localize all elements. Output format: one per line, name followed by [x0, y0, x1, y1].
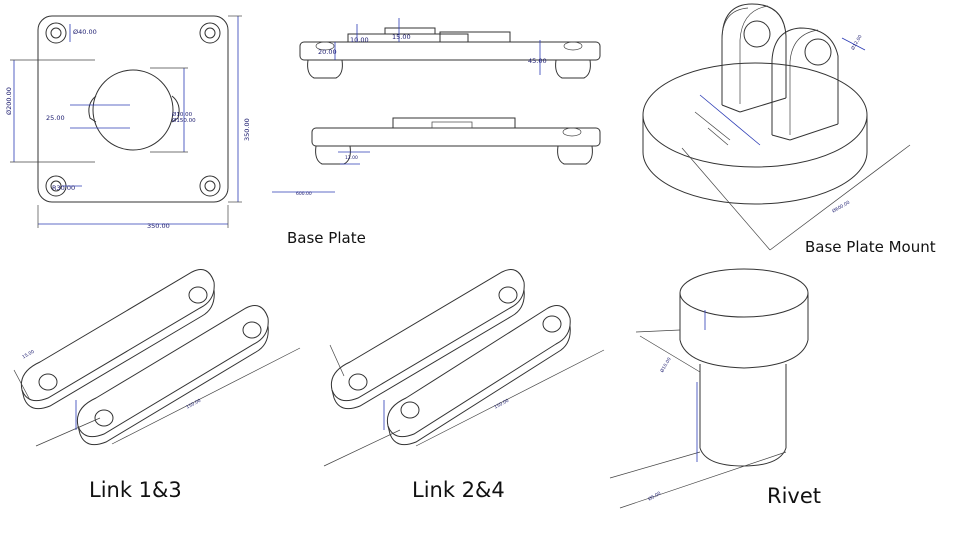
svg-text:150.00: 150.00	[493, 398, 510, 411]
base-plate-mount: Ø12.00 Ø600.00	[642, 3, 911, 251]
svg-text:Ø10.00: Ø10.00	[658, 356, 672, 374]
front-h4-label: 45.00	[528, 57, 547, 65]
svg-text:12.00: 12.00	[345, 155, 358, 161]
corner-hole-tr	[199, 22, 221, 44]
caption-rivet: Rivet	[767, 484, 822, 508]
center-circle	[92, 69, 174, 151]
slot-dia-label: Ø10.00	[172, 111, 193, 118]
front-h1-label: 10.00	[350, 36, 369, 44]
low-width-label: 600.00	[296, 191, 312, 197]
corner-hole-br	[199, 175, 221, 197]
svg-text:150.00: 150.00	[185, 398, 202, 411]
base-plate-top-view: Ø40.00 Ø200.00 25.00 350.00 350.00 R30.0…	[5, 15, 251, 230]
radius-label: R30.00	[52, 184, 75, 192]
slot-dia-2-label: Ø150.00	[172, 117, 196, 124]
corner-hole-tl	[45, 22, 67, 44]
base-plate-front-view: 10.00 15.00 20.00 45.00	[299, 18, 601, 79]
bottom-width-label: 350.00	[147, 222, 170, 230]
offset-label: 25.00	[46, 114, 65, 122]
front-h2-label: 15.00	[392, 33, 411, 41]
front-h3-label: 20.00	[318, 48, 337, 56]
svg-text:Ø600.00: Ø600.00	[831, 199, 851, 215]
caption-link-24: Link 2&4	[412, 478, 505, 502]
link-13: 150.00 15.00	[13, 269, 301, 447]
side-height-label: 350.00	[243, 118, 251, 141]
circle-dia-label: Ø200.00	[5, 87, 13, 115]
base-plate-side-view: 12.00 600.00	[272, 117, 601, 197]
caption-link-13: Link 1&3	[89, 478, 182, 502]
rivet: Ø10.00 Ø5.00	[609, 268, 809, 509]
caption-base-plate: Base Plate	[287, 229, 366, 247]
caption-base-plate-mount: Base Plate Mount	[805, 238, 936, 256]
svg-text:Ø5.00: Ø5.00	[647, 490, 662, 503]
hole-dia-label: Ø40.00	[73, 28, 97, 36]
link-24: 150.00	[323, 269, 605, 467]
svg-text:15.00: 15.00	[21, 349, 35, 361]
